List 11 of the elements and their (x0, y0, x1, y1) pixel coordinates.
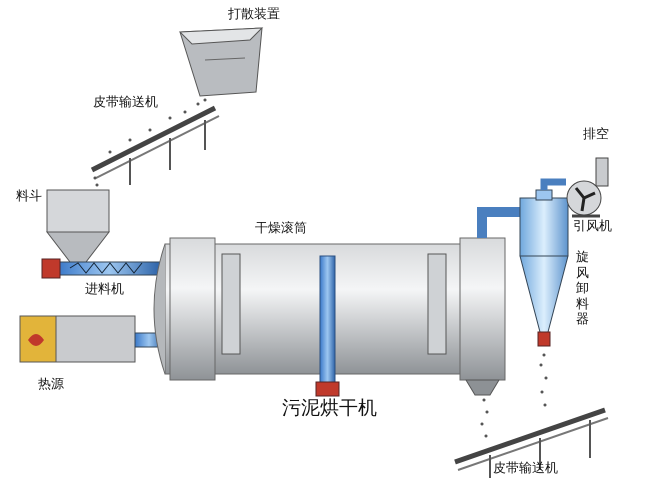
part-label: 热源 (38, 378, 64, 392)
part-label: 皮带输送机 (93, 96, 158, 110)
part-label: 引风机 (573, 220, 612, 234)
part-label: 打散装置 (228, 8, 280, 22)
part-label: 料斗 (16, 190, 42, 204)
part-label: 排空 (583, 128, 609, 142)
part-label: 干燥滚筒 (255, 222, 307, 236)
caption: 污泥烘干机 (282, 398, 377, 419)
part-label: 进料机 (85, 283, 124, 298)
part-label: 皮带输送机 (493, 462, 558, 476)
part-label: 旋风卸料器 (576, 250, 590, 328)
